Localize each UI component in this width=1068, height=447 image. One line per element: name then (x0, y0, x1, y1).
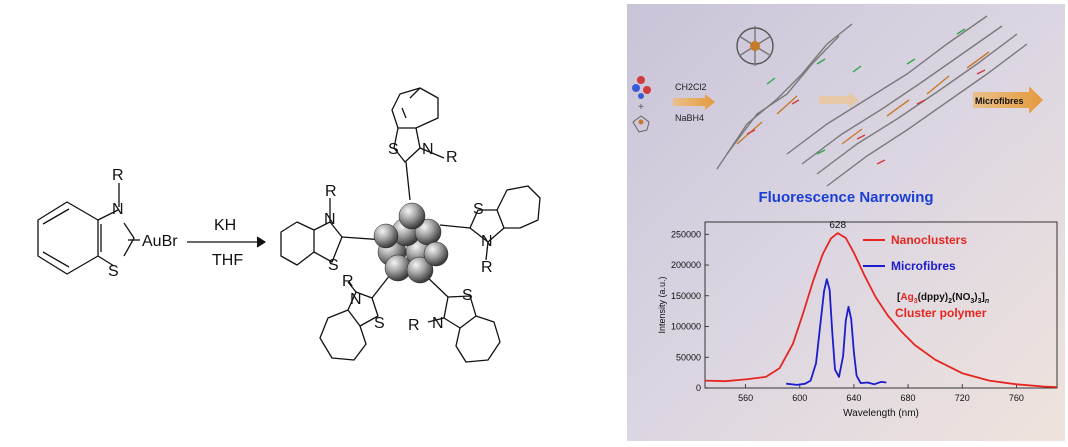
microfibres-arrow-label: Microfibres (975, 96, 1024, 106)
y-tick-label: 50000 (676, 352, 701, 362)
fluorescence-panel: + CH2Cl2 NaBH4 Microfibres Fluorescence … (627, 4, 1065, 441)
series-line-microfibres (786, 278, 887, 386)
reactant-n-label: N (112, 201, 124, 218)
formula-n-sub: n (985, 298, 989, 305)
y-tick-label: 0 (696, 383, 701, 393)
series-lines (704, 232, 1058, 388)
fluorescence-title: Fluorescence Narrowing (758, 189, 933, 206)
product-left-s: S (328, 257, 339, 274)
product-left-r: R (325, 183, 337, 200)
legend-label-nanoclusters: Nanoclusters (891, 233, 967, 247)
svg-text:+: + (638, 102, 644, 113)
reactant-s-label: S (108, 263, 119, 280)
product-left-n: N (324, 211, 336, 228)
formula-no3: (NO (952, 292, 971, 303)
y-axis: 0 50000 100000 150000 200000 250000 (671, 229, 709, 393)
crystal-structure-illustration (716, 15, 1028, 187)
product-br-n: N (432, 315, 444, 332)
panel-background (627, 4, 1065, 441)
assembly-arrow (819, 92, 859, 108)
product-right-n: N (481, 233, 493, 250)
polymer-formula: [Ag3(dppy)2(NO3)3]n (897, 292, 989, 305)
formula-bracket: ] (982, 292, 985, 303)
x-tick-label: 600 (792, 393, 807, 403)
reaction-scheme: R N S AuBr KH THF S N R R N S S N R R N … (37, 87, 541, 363)
product-top-s: S (388, 141, 399, 158)
plot-area (704, 221, 1058, 389)
formula-no3-sub: 3 (970, 298, 974, 305)
product-right-r: R (481, 259, 493, 276)
product-br-r: R (408, 317, 420, 334)
x-axis-title: Wavelength (nm) (843, 408, 919, 419)
formula-close: ) (974, 292, 977, 303)
product-bl-r: R (342, 273, 354, 290)
reagent-below: THF (212, 252, 243, 269)
y-tick-label: 150000 (671, 291, 701, 301)
y-tick-label: 100000 (671, 322, 701, 332)
y-axis-title: Intensity (a.u.) (657, 276, 667, 333)
y-tick-label: 250000 (671, 229, 701, 239)
series-line-nanoclusters (704, 232, 1058, 388)
metal-cluster-core (373, 202, 449, 284)
reaction-arrow (187, 236, 266, 248)
microfibres-arrow (973, 86, 1043, 114)
x-tick-label: 640 (846, 393, 861, 403)
reactant-benzothiazole (37, 183, 140, 275)
cluster-polymer-label: Cluster polymer (895, 306, 987, 320)
peak-label: 628 (829, 220, 846, 231)
product-bl-n: N (350, 291, 362, 308)
formula-ag-sub: 3 (914, 298, 918, 305)
product-ligands (280, 87, 541, 363)
reagent-above: KH (214, 217, 236, 234)
formula-ag: Ag (900, 292, 913, 303)
x-tick-label: 680 (901, 393, 916, 403)
reagent-arrow (673, 94, 715, 110)
product-bl-s: S (374, 315, 385, 332)
product-top-n: N (422, 141, 434, 158)
reagent-1: CH2Cl2 (675, 82, 707, 92)
product-top-r: R (446, 149, 458, 166)
x-tick-label: 760 (1009, 393, 1024, 403)
formula-mid: (dppy) (918, 292, 949, 303)
y-tick-label: 200000 (671, 260, 701, 270)
chart-legend: Nanoclusters Microfibres (863, 233, 967, 273)
reactant-r-label: R (112, 167, 124, 184)
formula-close-sub: 3 (978, 298, 982, 305)
product-right-s: S (473, 201, 484, 218)
legend-label-microfibres: Microfibres (891, 259, 956, 273)
reagent-2: NaBH4 (675, 113, 704, 123)
x-tick-label: 720 (955, 393, 970, 403)
reactant-icons: + (632, 76, 651, 133)
x-tick-label: 560 (738, 393, 753, 403)
formula-open: [ (897, 292, 901, 303)
spectrum-chart: 0 50000 100000 150000 200000 250000 560 600 640… (657, 220, 1058, 419)
product-br-s: S (462, 287, 473, 304)
reactant-metal-label: AuBr (142, 233, 178, 250)
formula-mid-sub: 2 (948, 298, 952, 305)
